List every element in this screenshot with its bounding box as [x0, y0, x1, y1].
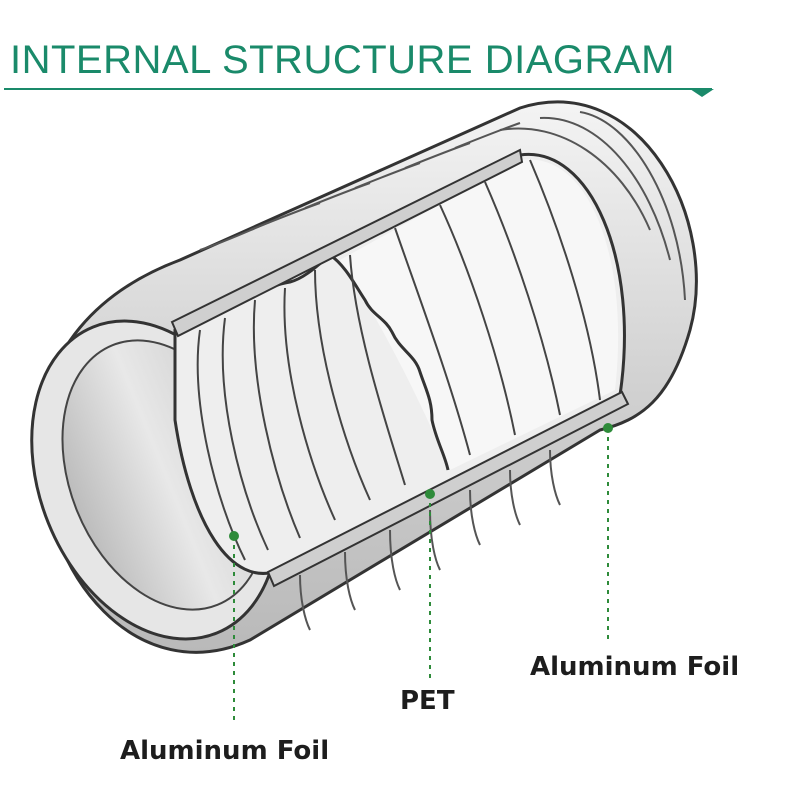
callout-dot-outer-foil — [603, 423, 613, 433]
cut-edge-top — [170, 148, 524, 338]
inner-foil-surface — [340, 159, 619, 471]
inner-ribs — [196, 159, 601, 561]
callout-dot-pet — [425, 489, 435, 499]
pet-tear-edge — [329, 253, 450, 471]
label-pet: PET — [400, 686, 455, 716]
label-inner-aluminum-foil: Aluminum Foil — [120, 736, 330, 766]
outer-ribs — [199, 111, 686, 301]
cut-edge-bottom — [266, 390, 630, 588]
diagram-title: INTERNAL STRUCTURE DIAGRAM — [10, 38, 675, 82]
title-underline-pointer — [690, 89, 714, 97]
callout-leaders — [233, 428, 609, 722]
label-outer-aluminum-foil: Aluminum Foil — [530, 652, 740, 682]
lower-ribs — [299, 449, 561, 631]
title-underline — [4, 88, 712, 90]
callout-dot-inner-foil — [229, 531, 239, 541]
